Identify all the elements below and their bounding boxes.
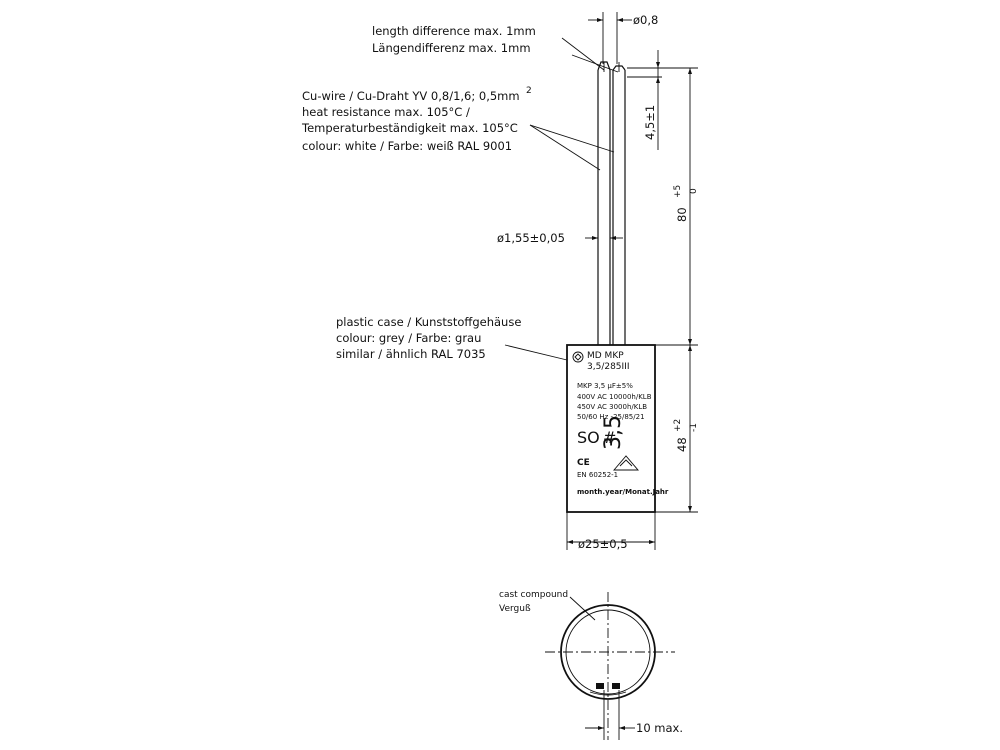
cast-compound-leader: cast compound Verguß bbox=[499, 590, 596, 621]
bottom-offset-label: 10 max. bbox=[636, 721, 683, 735]
label-line2: 3,5/285III bbox=[587, 362, 630, 372]
cast-compound-de: Verguß bbox=[499, 604, 531, 614]
section-view bbox=[545, 592, 675, 740]
lead-tol-upper: +5 bbox=[673, 185, 683, 198]
insulation-diameter-label: ø1,55±0,05 bbox=[497, 231, 565, 245]
label-line1: MD MKP bbox=[587, 351, 624, 361]
case-spec-line3: similar / ähnlich RAL 7035 bbox=[336, 347, 486, 361]
body-diameter-label: ø25±0,5 bbox=[578, 537, 628, 551]
vde-mark-icon bbox=[613, 455, 639, 471]
wire-spec-line1: Cu-wire / Cu-Draht YV 0,8/1,6; 0,5mm bbox=[302, 89, 520, 103]
label-hash-icon: # bbox=[603, 428, 616, 447]
length-note-leader: length difference max. 1mm Längendiffere… bbox=[372, 24, 619, 73]
body-tol-lower: -1 bbox=[689, 423, 699, 432]
label-line6: 50/60 Hz -25/85/21 bbox=[577, 413, 645, 421]
cast-compound-en: cast compound bbox=[499, 590, 568, 600]
strip-length-label: 4,5±1 bbox=[643, 105, 657, 140]
lead-length-label: 80 bbox=[675, 207, 689, 222]
wire-spec-line3: Temperaturbeständigkeit max. 105°C bbox=[301, 121, 518, 135]
length-note-de: Längendifferenz max. 1mm bbox=[372, 41, 531, 55]
wire-spec-line4: colour: white / Farbe: weiß RAL 9001 bbox=[302, 139, 512, 153]
label-line4: 400V AC 10000h/KLB bbox=[577, 393, 652, 401]
manufacturer-logo-icon bbox=[572, 351, 584, 363]
wire-diameter-label: ø0,8 bbox=[633, 13, 658, 27]
wire-diameter-dimension: ø0,8 bbox=[588, 12, 658, 64]
label-code: SO bbox=[577, 428, 600, 447]
label-value: 3,5 bbox=[601, 415, 626, 450]
label-date: month.year/Monat.Jahr bbox=[577, 488, 669, 496]
body-tol-upper: +2 bbox=[673, 419, 683, 432]
label-line5: 450V AC 3000h/KLB bbox=[577, 403, 647, 411]
length-note-en: length difference max. 1mm bbox=[372, 24, 536, 38]
lead-tol-lower: 0 bbox=[689, 188, 699, 194]
body-diameter-dimension: ø25±0,5 bbox=[566, 512, 656, 551]
bottom-offset-dimension: 10 max. bbox=[585, 690, 683, 740]
wire-spec-leader: Cu-wire / Cu-Draht YV 0,8/1,6; 0,5mm 2 h… bbox=[301, 86, 615, 171]
wire-leads bbox=[597, 61, 626, 345]
case-spec-line2: colour: grey / Farbe: grau bbox=[336, 331, 481, 345]
label-line3: MKP 3,5 µF±5% bbox=[577, 382, 633, 390]
wire-spec-line2: heat resistance max. 105°C / bbox=[302, 105, 470, 119]
lead-dimensions: 4,5±1 80 +5 0 48 +2 -1 bbox=[627, 50, 699, 513]
case-spec-leader: plastic case / Kunststoffgehäuse colour:… bbox=[336, 315, 568, 361]
ce-mark: CE bbox=[577, 458, 590, 468]
label-standard: EN 60252-1 bbox=[577, 471, 618, 479]
body-label: MD MKP 3,5/285III MKP 3,5 µF±5% 400V AC … bbox=[572, 351, 669, 496]
body-height-label: 48 bbox=[675, 437, 689, 452]
wire-spec-sup: 2 bbox=[526, 86, 532, 96]
case-spec-line1: plastic case / Kunststoffgehäuse bbox=[336, 315, 521, 329]
insulation-dimension: ø1,55±0,05 bbox=[497, 231, 623, 245]
capacitor-body bbox=[566, 344, 656, 513]
